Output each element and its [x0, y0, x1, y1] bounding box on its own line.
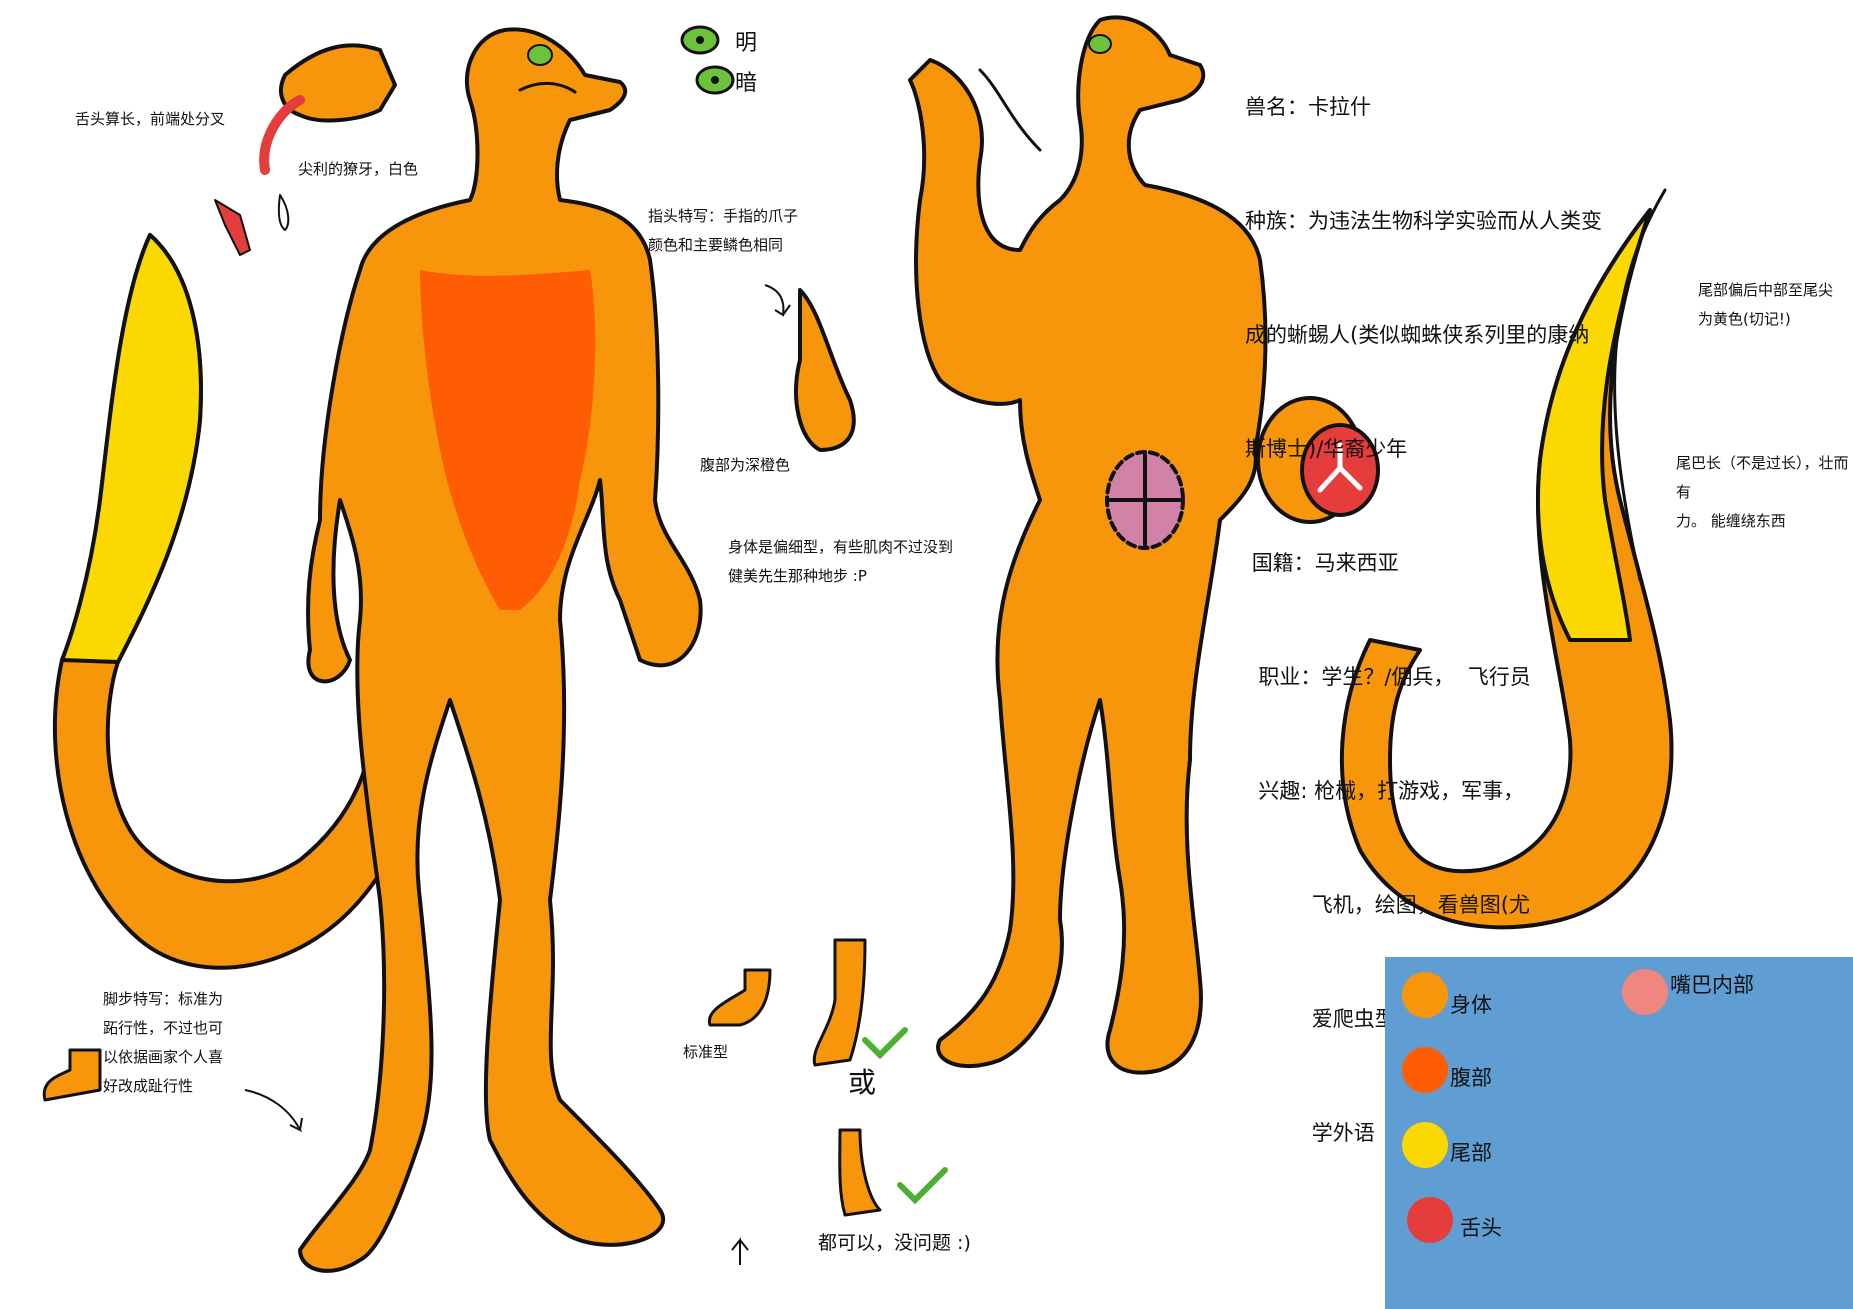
note-feet: 脚步特写：标准为 跖行性，不过也可 以依据画家个人喜 好改成趾行性 [103, 990, 224, 1095]
profile-line: 成的蜥蜴人(类似蜘蛛侠系列里的康纳 [1245, 323, 1590, 347]
front-body [298, 27, 703, 1273]
head-detail [279, 43, 397, 123]
eye-dark-label: 暗 [735, 71, 758, 96]
note-fangs: 尖利的獠牙，白色 [298, 160, 419, 178]
note-build: 身体是偏细型，有些肌肉不过没到 健美先生那种地步 :P [728, 538, 954, 585]
tongue-swatch-icon [1407, 1197, 1453, 1243]
back-body [908, 15, 1268, 1075]
legend-label-belly: 腹部 [1450, 1066, 1492, 1090]
legend-label-body: 身体 [1450, 993, 1492, 1017]
check-icons [862, 1027, 948, 1205]
profile-line: 斯博士)/华裔少年 [1245, 437, 1408, 461]
belly-swatch-icon [1402, 1047, 1448, 1093]
profile-line: 职业：学生？/佣兵， 飞行员 [1245, 665, 1531, 689]
note-or: 或 [848, 1066, 877, 1099]
note-belly: 腹部为深橙色 [700, 456, 791, 474]
mouth-swatch-icon [1622, 969, 1668, 1015]
profile-line: 国籍：马来西亚 [1245, 551, 1399, 575]
color-legend: 身体 腹部 尾部 舌头 嘴巴内部 [1385, 957, 1853, 1309]
note-tongue: 舌头算长，前端处分叉 [75, 110, 226, 128]
note-standard-foot: 标准型 [683, 1043, 729, 1061]
note-fingers: 指头特写：手指的爪子 颜色和主要鳞色相同 [648, 207, 799, 254]
body-swatch-icon [1402, 972, 1448, 1018]
legend-label-mouth: 嘴巴内部 [1670, 973, 1754, 997]
tail-swatch-icon [1402, 1122, 1448, 1168]
note-tail-tip: 尾部偏后中部至尾尖 为黄色(切记!) [1698, 281, 1834, 328]
profile-line: 种族：为违法生物科学实验而从人类变 [1245, 209, 1602, 233]
profile-line: 学外语 [1245, 1121, 1375, 1145]
legend-label-tongue: 舌头 [1460, 1216, 1502, 1240]
profile-line: 飞机，绘图，看兽图(尤 [1245, 893, 1530, 917]
eye-light-label: 明 [735, 31, 758, 56]
profile-line: 兽名：卡拉什 [1245, 95, 1371, 119]
note-tail-length: 尾巴长（不是过长），壮而有 力。 能缠绕东西 [1676, 454, 1849, 530]
profile-line: 兴趣: 枪械，打游戏，军事， [1245, 779, 1525, 803]
legend-label-tail: 尾部 [1450, 1141, 1492, 1165]
front-belly [420, 270, 596, 610]
note-either-ok: 都可以，没问题 :) [818, 1232, 971, 1254]
